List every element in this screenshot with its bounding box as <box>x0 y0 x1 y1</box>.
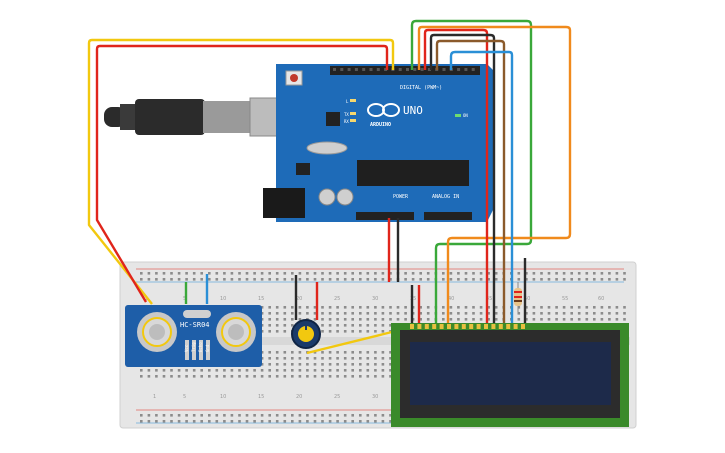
wire-red-d4 <box>423 28 489 323</box>
col-num-45: 45 <box>486 296 492 302</box>
resistor[interactable] <box>514 282 522 312</box>
lcd-header-pins[interactable] <box>410 324 525 329</box>
tx-label: TX <box>344 112 349 117</box>
col-num-40: 40 <box>448 296 454 302</box>
analog-header[interactable] <box>424 212 472 220</box>
pin-vcc-label: Vcc <box>184 344 189 352</box>
analog-label: ANALOG IN <box>432 194 459 200</box>
col-num-10: 10 <box>220 296 226 302</box>
usb-cable[interactable] <box>104 97 291 137</box>
col-num-bottom-20: 20 <box>296 394 302 400</box>
uno-label: UNO <box>403 104 423 117</box>
wire-yellow-trig <box>87 38 395 305</box>
digital-label: DIGITAL (PWM~) <box>400 85 442 91</box>
col-num-bottom-25: 25 <box>334 394 340 400</box>
pin-echo-label: Echo <box>198 342 203 352</box>
col-num-25: 25 <box>334 296 340 302</box>
atmega-chip <box>357 160 469 186</box>
sensor-model-label: HC-SR04 <box>180 321 210 329</box>
wire-yellow-pot-vo <box>306 328 401 355</box>
arduino-logo <box>367 103 400 117</box>
rx-label: RX <box>344 119 349 124</box>
col-num-55: 55 <box>562 296 568 302</box>
wires[interactable] <box>87 19 572 355</box>
potentiometer[interactable] <box>291 319 321 349</box>
col-num-15: 15 <box>258 296 264 302</box>
power-label: POWER <box>393 194 409 200</box>
power-header[interactable] <box>356 212 414 220</box>
col-num-30: 30 <box>372 296 378 302</box>
on-label: ON <box>463 113 468 118</box>
col-num-bottom-5: 5 <box>183 394 186 400</box>
breadboard-column-numbers: 1 5 10 15 20 25 30 35 40 45 50 55 60 1 5… <box>145 296 604 400</box>
lcd-16x2[interactable] <box>391 323 629 427</box>
wire-black-d5 <box>429 33 496 323</box>
col-num-bottom-10: 10 <box>220 394 226 400</box>
col-num-5: 5 <box>183 296 186 302</box>
hc-sr04-sensor[interactable]: HC-SR04 Vcc Trig Echo Gnd <box>125 305 262 367</box>
l-led-label: L <box>346 99 349 104</box>
col-num-20: 20 <box>296 296 302 302</box>
wire-orange-d3 <box>417 25 572 323</box>
col-num-bottom-30: 30 <box>372 394 378 400</box>
wire-red-echo <box>95 44 389 303</box>
wire-green-d2 <box>410 19 533 323</box>
wire-brown-d6 <box>435 39 506 323</box>
col-num-60: 60 <box>598 296 604 302</box>
col-num-bottom-1: 1 <box>153 394 156 400</box>
col-num-bottom-15: 15 <box>258 394 264 400</box>
arduino-brand: ARDUINO <box>370 122 391 128</box>
wire-blue-d7 <box>449 50 514 323</box>
dc-jack[interactable] <box>263 188 305 218</box>
reset-button-cap[interactable] <box>290 74 298 82</box>
pin-gnd-label: Gnd <box>205 344 210 352</box>
sensor-pins[interactable] <box>185 340 210 360</box>
pin-trig-label: Trig <box>191 342 196 352</box>
lcd-screen <box>410 342 611 405</box>
col-num-50: 50 <box>524 296 530 302</box>
arduino-uno-board[interactable]: DIGITAL (PWM~) UNO ARDUINO L TX RX ON PO… <box>263 64 493 222</box>
